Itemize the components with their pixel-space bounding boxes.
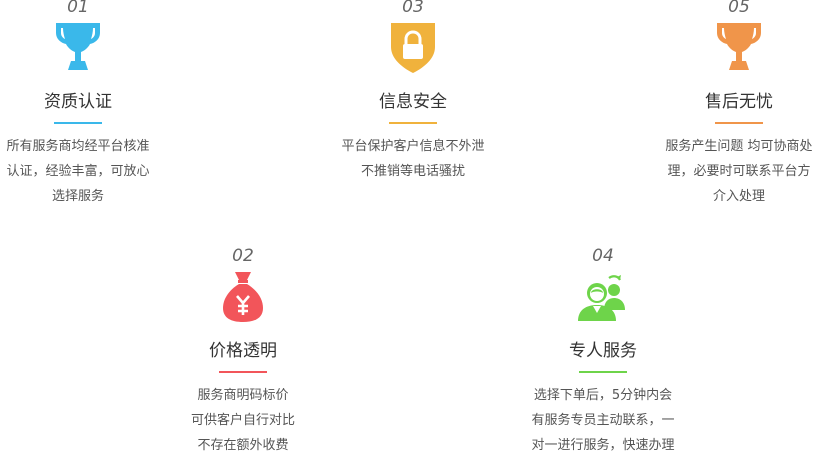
trophy-icon: [56, 23, 100, 70]
feature-number: 04: [592, 246, 614, 266]
feature-qualification: 01 资质认证 所有服务商均经平台核准 认证，经验丰富，可放心 选择服务: [0, 0, 158, 209]
feature-transparent-price: 02 价格透明 服务商明码标价 可供客户自行对比 不存在额外收费: [163, 246, 323, 458]
trophy-icon: [717, 23, 761, 70]
feature-title: 资质认证: [44, 92, 112, 112]
feature-title: 售后无忧: [705, 92, 773, 112]
feature-dedicated-service: 04 专人服务 选择下单后，5分钟内会 有服务专员主动联系，一 对一进行服务，快…: [523, 246, 683, 458]
money-bag-icon: [223, 272, 263, 322]
title-underline: [54, 122, 102, 124]
feature-security: 03 信息安全 平台保护客户信息不外泄 不推销等电话骚扰: [333, 0, 493, 184]
feature-title: 价格透明: [209, 341, 277, 361]
feature-after-sales: 05 售后无忧 服务产生问题 均可协商处 理，必要时可联系平台方 介入处理: [659, 0, 818, 209]
feature-description: 服务商明码标价 可供客户自行对比 不存在额外收费: [190, 388, 295, 453]
title-underline: [219, 371, 267, 373]
feature-description: 服务产生问题 均可协商处 理，必要时可联系平台方 介入处理: [665, 139, 813, 204]
feature-number: 02: [232, 246, 254, 266]
feature-number: 03: [402, 0, 424, 17]
feature-title: 专人服务: [569, 341, 637, 361]
feature-title: 信息安全: [379, 92, 447, 112]
feature-number: 01: [67, 0, 89, 17]
title-underline: [579, 371, 627, 373]
lock-shield-icon: [391, 23, 435, 73]
feature-description: 选择下单后，5分钟内会 有服务专员主动联系，一 对一进行服务，快速办理: [531, 388, 675, 453]
title-underline: [389, 122, 437, 124]
customer-service-icon: [578, 275, 625, 321]
feature-description: 所有服务商均经平台核准 认证，经验丰富，可放心 选择服务: [6, 139, 150, 204]
feature-number: 05: [728, 0, 750, 17]
title-underline: [715, 122, 763, 124]
feature-description: 平台保护客户信息不外泄 不推销等电话骚扰: [341, 139, 485, 179]
